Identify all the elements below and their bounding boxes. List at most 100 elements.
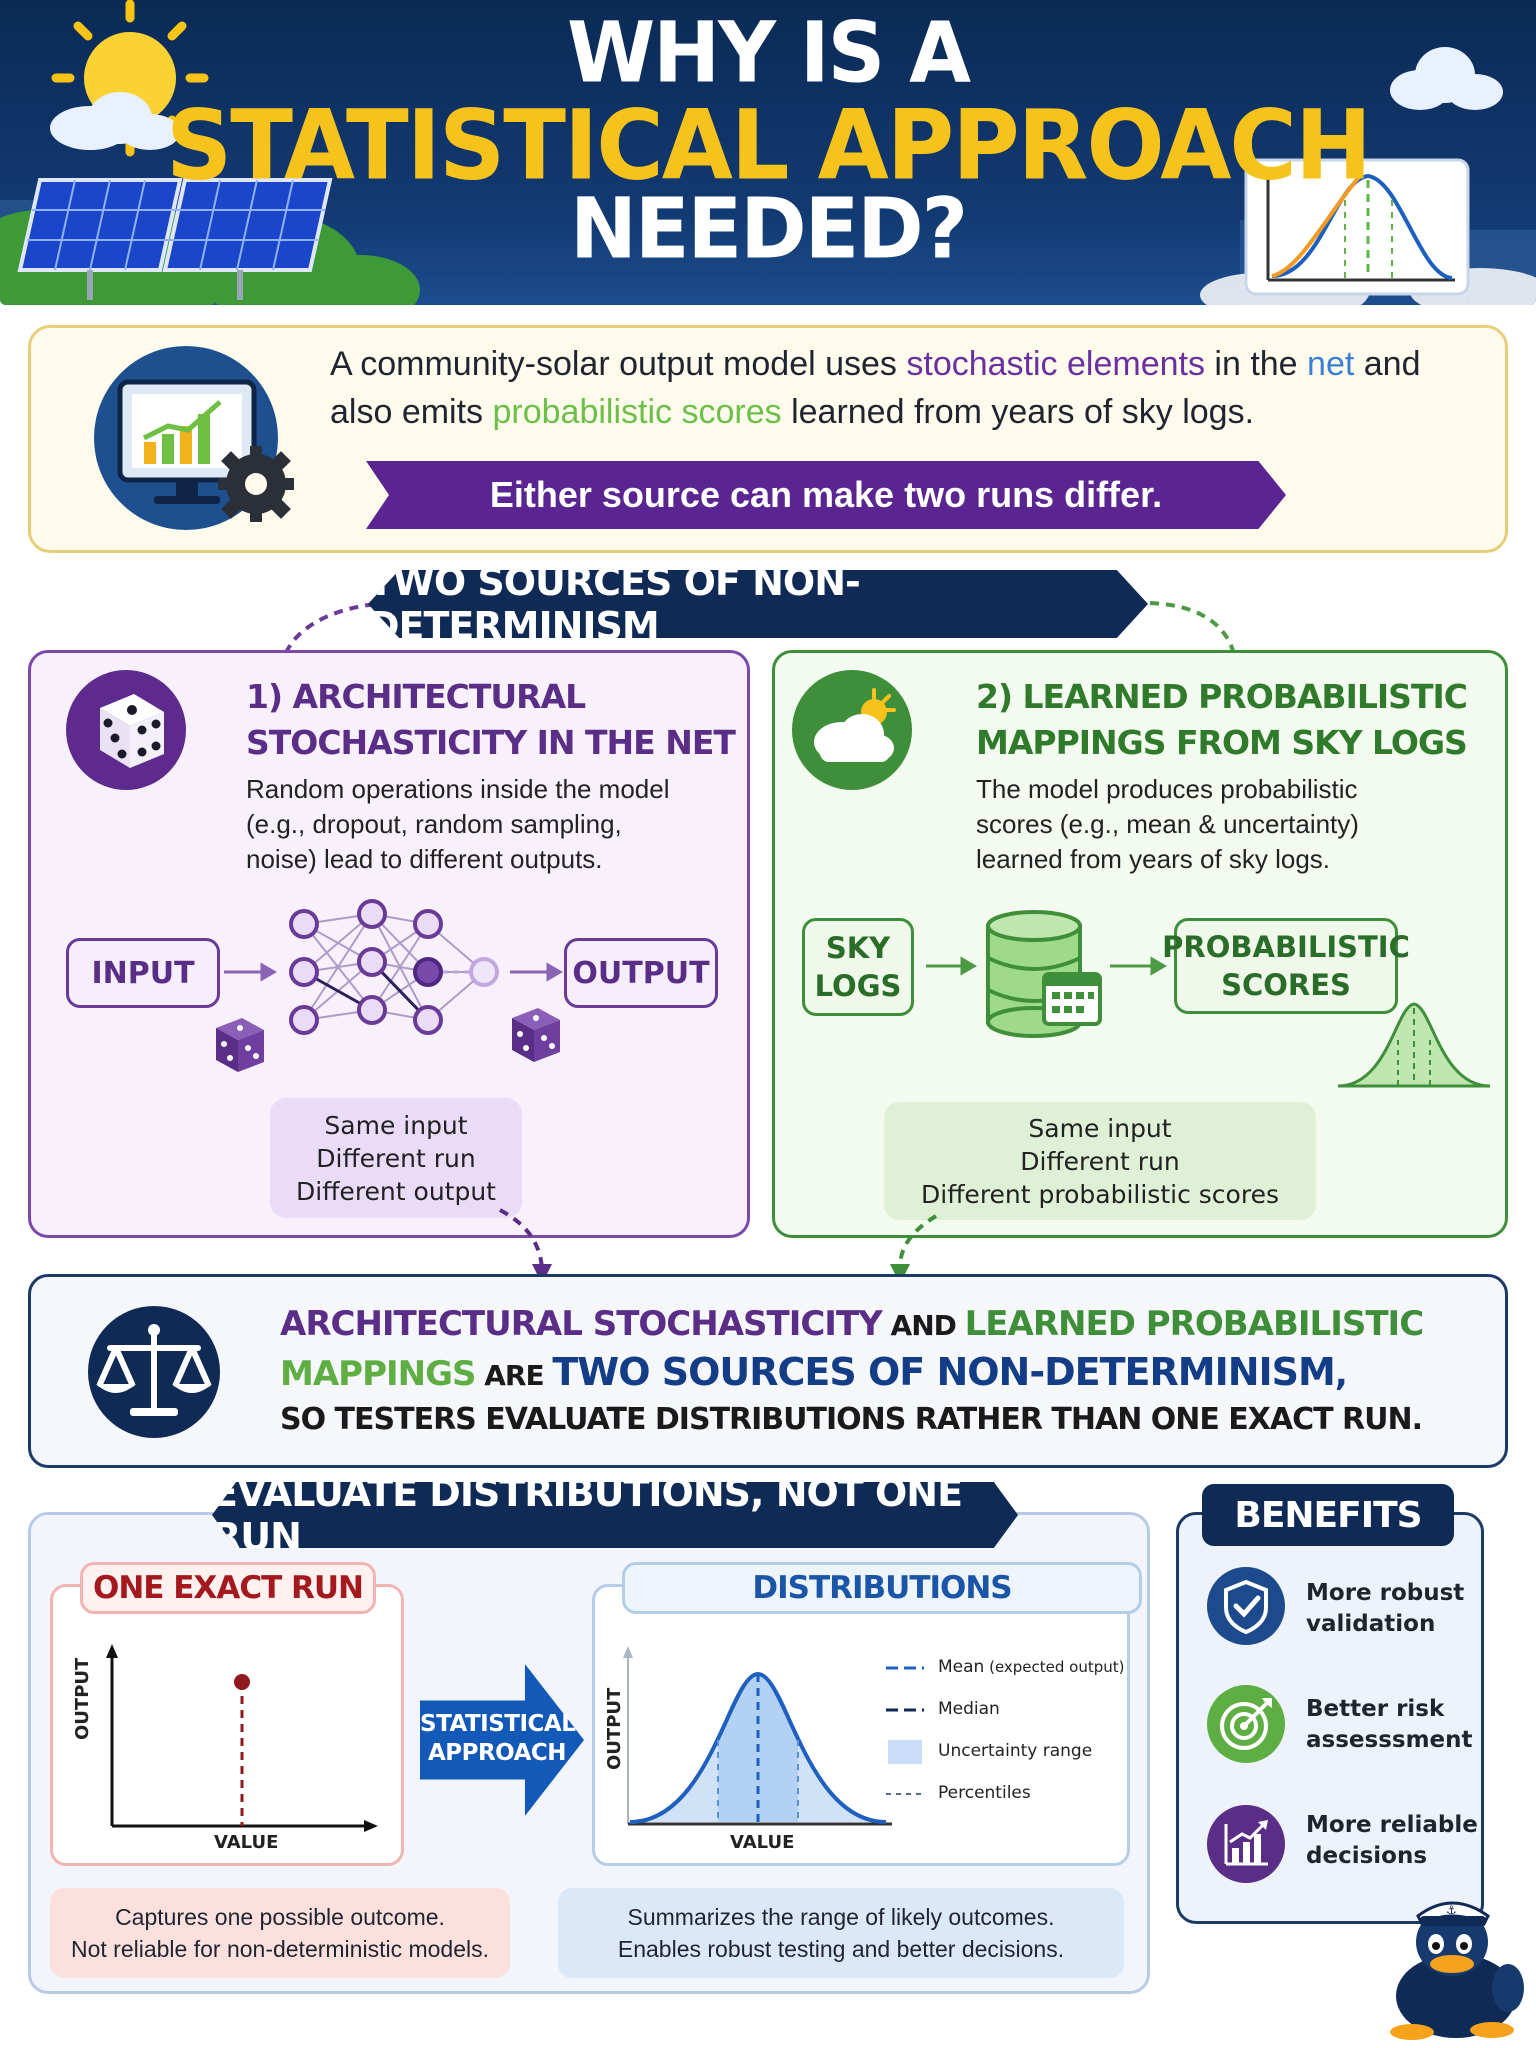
- solar-panel-icon: [17, 178, 333, 300]
- chip-line: SCORES: [1221, 968, 1351, 1002]
- left-panel-description: Random operations inside the model (e.g.…: [246, 772, 726, 877]
- sky-logs-pipeline: [926, 910, 1491, 1088]
- title-line-2: STATISTICAL APPROACH: [166, 89, 1372, 202]
- y-axis-label: OUTPUT: [72, 1657, 93, 1740]
- caption-line: Enables robust testing and better decisi…: [617, 1936, 1065, 1962]
- keyword-probabilistic-scores: probabilistic scores: [492, 393, 782, 431]
- intro-text-part: A community-solar output model uses: [330, 345, 907, 383]
- caption-line: Not reliable for non-deterministic model…: [70, 1936, 489, 1962]
- one-run-caption: Captures one possible outcome. Not relia…: [50, 1888, 510, 1978]
- left-panel-note: Same input Different run Different outpu…: [270, 1098, 522, 1218]
- note-line: Same input: [324, 1110, 468, 1140]
- legend-mean-note: (expected output): [984, 1658, 1125, 1676]
- keyword-stochastic-elements: stochastic elements: [906, 345, 1205, 383]
- scales-icon: [88, 1306, 220, 1438]
- note-line: Different output: [296, 1176, 496, 1206]
- benefit-line: More robust: [1306, 1580, 1465, 1606]
- benefit-line: validation: [1306, 1611, 1436, 1637]
- one-exact-run-card: [50, 1584, 404, 1866]
- y-axis-label: OUTPUT: [604, 1687, 625, 1770]
- benefit-line: More reliable: [1306, 1812, 1478, 1838]
- benefit-item: More robust validation: [1306, 1578, 1486, 1640]
- benefit-line: decisions: [1306, 1843, 1428, 1869]
- note-line: Same input: [1028, 1113, 1172, 1143]
- duck-mascot-icon: ⚓: [1390, 1901, 1524, 2040]
- conclusion-keyword: LEARNED PROBABILISTIC: [964, 1304, 1425, 1344]
- probabilistic-scores-chip: PROBABILISTIC SCORES: [1162, 918, 1410, 1014]
- conclusion-keyword: MAPPINGS: [280, 1354, 476, 1394]
- gear-icon: [218, 446, 294, 522]
- shield-check-icon: [1207, 1567, 1285, 1645]
- right-title-line: 2) LEARNED PROBABILISTIC: [976, 677, 1468, 716]
- monitor-chart-gear-icon: [94, 346, 294, 530]
- distributions-title: DISTRIBUTIONS: [622, 1562, 1142, 1614]
- left-desc-line: (e.g., dropout, random sampling,: [246, 809, 622, 839]
- dice-small-icon: [512, 1008, 560, 1062]
- benefit-item: Better risk assesssment: [1306, 1694, 1486, 1756]
- right-panel-description: The model produces probabilistic scores …: [976, 772, 1476, 877]
- sky-logs-chip: SKY LOGS: [802, 918, 914, 1016]
- dice-icon: [66, 670, 186, 790]
- database-calendar-icon: [986, 910, 1102, 1038]
- conclusion-keyword: ARCHITECTURAL STOCHASTICITY: [280, 1304, 883, 1344]
- caption-line: Summarizes the range of likely outcomes.: [627, 1904, 1055, 1930]
- conclusion-text-part: AND: [881, 1309, 965, 1342]
- header-banner: WHY IS A STATISTICAL APPROACH NEEDED?: [0, 0, 1536, 305]
- right-panel-note: Same input Different run Different proba…: [884, 1102, 1316, 1220]
- distribution-plot: [623, 1646, 892, 1826]
- benefit-line: Better risk: [1306, 1696, 1445, 1722]
- single-run-point: [234, 1674, 250, 1690]
- note-line: Different run: [1020, 1146, 1180, 1176]
- legend-percentiles: Percentiles: [938, 1783, 1031, 1803]
- left-panel-title: 1) ARCHITECTURAL STOCHASTICITY IN THE NE…: [246, 674, 736, 766]
- cloud-icon-right: [1390, 47, 1503, 110]
- right-desc-line: The model produces probabilistic: [976, 774, 1358, 804]
- evaluate-title-banner: EVALUATE DISTRIBUTIONS, NOT ONE RUN: [212, 1482, 1018, 1548]
- note-line: Different run: [316, 1143, 476, 1173]
- cloud-sun-icon: [792, 670, 912, 790]
- bell-curve-icon: [1337, 1002, 1491, 1088]
- one-exact-run-title: ONE EXACT RUN: [80, 1562, 376, 1614]
- left-desc-line: Random operations inside the model: [246, 774, 670, 804]
- right-title-line: MAPPINGS FROM SKY LOGS: [976, 723, 1468, 762]
- left-title-line: STOCHASTICITY IN THE NET: [246, 723, 736, 762]
- conclusion-text: ARCHITECTURAL STOCHASTICITY AND LEARNED …: [280, 1300, 1480, 1444]
- legend-mean: Mean (expected output): [938, 1657, 1125, 1677]
- intro-text: A community-solar output model uses stoc…: [330, 340, 1480, 436]
- dice-small-icon: [216, 1018, 264, 1072]
- distributions-caption: Summarizes the range of likely outcomes.…: [558, 1888, 1124, 1978]
- legend-mean-label: Mean: [938, 1657, 985, 1677]
- arrow-label-line: APPROACH: [427, 1740, 567, 1766]
- output-chip: OUTPUT: [564, 938, 718, 1008]
- legend-uncertainty: Uncertainty range: [938, 1741, 1093, 1761]
- input-chip: INPUT: [66, 938, 220, 1008]
- legend-swatches: [886, 1666, 924, 1795]
- legend-median: Median: [938, 1699, 1000, 1719]
- benefits-title: BENEFITS: [1202, 1484, 1454, 1546]
- single-run-plot: [106, 1644, 378, 1832]
- left-title-line: 1) ARCHITECTURAL: [246, 677, 586, 716]
- intro-text-part: in the: [1204, 345, 1308, 383]
- conclusion-keyword: TWO SOURCES OF NON-DETERMINISM: [552, 1350, 1335, 1394]
- keyword-net: net: [1307, 345, 1355, 383]
- note-line: Different probabilistic scores: [921, 1179, 1279, 1209]
- statistical-approach-label: STATISTICAL APPROACH: [420, 1710, 576, 1768]
- chip-line: PROBABILISTIC: [1162, 930, 1410, 964]
- title-line-1: WHY IS A: [566, 3, 971, 102]
- left-desc-line: noise) lead to different outputs.: [246, 844, 603, 874]
- title-line-3: NEEDED?: [569, 179, 968, 278]
- chip-line: LOGS: [814, 969, 902, 1003]
- arrow-label-line: STATISTICAL: [420, 1711, 576, 1737]
- svg-text:⚓: ⚓: [1446, 1903, 1457, 1917]
- cloud-icon-left: [50, 92, 180, 150]
- intro-text-part: learned from years of sky logs.: [781, 393, 1255, 431]
- conclusion-text-part: ,: [1334, 1354, 1348, 1394]
- section-title-banner: TWO SOURCES OF NON-DETERMINISM: [368, 570, 1148, 638]
- benefit-item: More reliable decisions: [1306, 1810, 1486, 1872]
- target-icon: [1207, 1685, 1285, 1763]
- conclusion-box: [28, 1274, 1508, 1468]
- distribution-card-icon: [1244, 158, 1470, 296]
- bar-chart-up-icon: [1207, 1805, 1285, 1883]
- x-axis-label: VALUE: [214, 1832, 279, 1853]
- header-illustration: [0, 0, 1536, 305]
